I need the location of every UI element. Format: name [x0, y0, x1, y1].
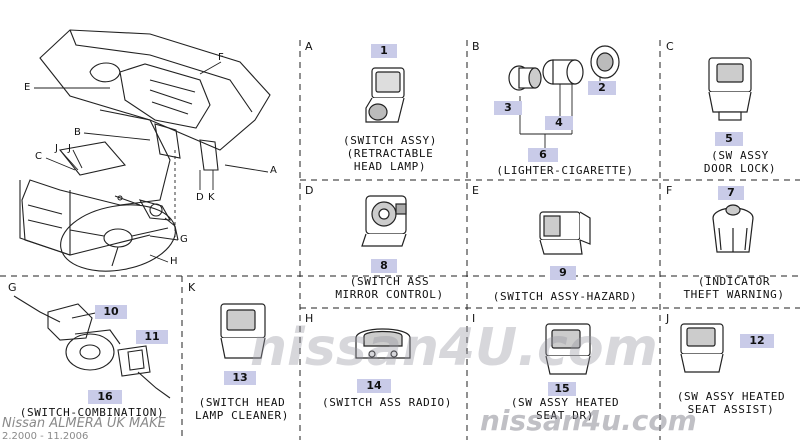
caption-c: (SW ASSY DOOR LOCK) — [703, 149, 777, 175]
section-letter-i: I — [472, 312, 476, 325]
caption-d: (SWITCH ASS MIRROR CONTROL) — [335, 275, 444, 301]
seat-assist-switch-drawing — [680, 323, 724, 373]
overview-label-b: B — [74, 127, 81, 138]
section-letter-g: G — [8, 281, 17, 294]
overview-label-g: G — [180, 234, 188, 245]
callout-9: 9 — [550, 266, 576, 280]
theft-indicator-drawing — [712, 204, 754, 253]
watermark-large: nissan4U.com — [250, 318, 658, 378]
hazard-switch-drawing — [539, 211, 591, 255]
watermark-small: nissan4u.com — [480, 404, 697, 437]
callout-15: 15 — [548, 382, 576, 396]
overview-label-k: K — [208, 192, 215, 203]
section-letter-h: H — [305, 312, 314, 325]
mirror-switch-drawing — [361, 195, 407, 247]
caption-b: (LIGHTER-CIGARETTE) — [496, 164, 634, 177]
callout-6: 6 — [528, 148, 558, 162]
lighter-drawing — [508, 45, 620, 91]
section-letter-k: K — [188, 281, 196, 294]
door-lock-switch-drawing — [708, 57, 752, 121]
footer-dates: 2.2000 - 11.2006 — [2, 431, 89, 442]
section-letter-b: B — [472, 40, 480, 53]
section-letter-f: F — [666, 184, 673, 197]
callout-14: 14 — [357, 379, 391, 393]
overview-label-j1: J — [55, 143, 58, 154]
caption-g: (SWITCH-COMBINATION) — [19, 406, 165, 419]
caption-j: (SW ASSY HEATED SEAT ASSIST) — [676, 390, 786, 416]
caption-h: (SWITCH ASS RADIO) — [321, 396, 452, 409]
footer-model: Nissan ALMERA UK MAKE — [2, 416, 166, 431]
callout-5: 5 — [715, 132, 743, 146]
overview-label-c: C — [35, 151, 42, 162]
callout-16: 16 — [88, 390, 122, 404]
caption-e: (SWITCH ASSY-HAZARD) — [492, 290, 638, 303]
section-letter-e: E — [472, 184, 479, 197]
callout-4: 4 — [545, 116, 573, 130]
callout-7: 7 — [718, 186, 744, 200]
overview-label-f: F — [218, 52, 224, 63]
caption-i: (SW ASSY HEATED SEAT DR) — [510, 396, 620, 422]
seat-dr-switch-drawing — [545, 323, 591, 375]
overview-label-a: A — [270, 165, 277, 176]
callout-2: 2 — [588, 81, 616, 95]
headlamp-switch-drawing — [365, 67, 405, 123]
callout-11: 11 — [136, 330, 168, 344]
section-letter-c: C — [666, 40, 674, 53]
callout-13: 13 — [224, 371, 256, 385]
overview-label-e: E — [24, 82, 31, 93]
section-letter-d: D — [305, 184, 314, 197]
section-letter-a: A — [305, 40, 313, 53]
callout-3: 3 — [494, 101, 522, 115]
callout-1: 1 — [371, 44, 397, 58]
caption-k: (SWITCH HEAD LAMP CLEANER) — [195, 396, 289, 422]
callout-10: 10 — [95, 305, 127, 319]
caption-f: (INDICATOR THEFT WARNING) — [683, 275, 785, 301]
headlamp-cleaner-switch-drawing — [220, 303, 266, 359]
radio-switch-drawing — [355, 328, 411, 359]
caption-a: (SWITCH ASSY) (RETRACTABLE HEAD LAMP) — [343, 134, 437, 173]
callout-12: 12 — [740, 334, 774, 348]
overview-label-d: D — [196, 192, 204, 203]
section-letter-j: J — [666, 312, 670, 325]
callout-8: 8 — [371, 259, 397, 273]
overview-label-h: H — [170, 256, 178, 267]
overview-label-j2: J — [68, 143, 71, 154]
